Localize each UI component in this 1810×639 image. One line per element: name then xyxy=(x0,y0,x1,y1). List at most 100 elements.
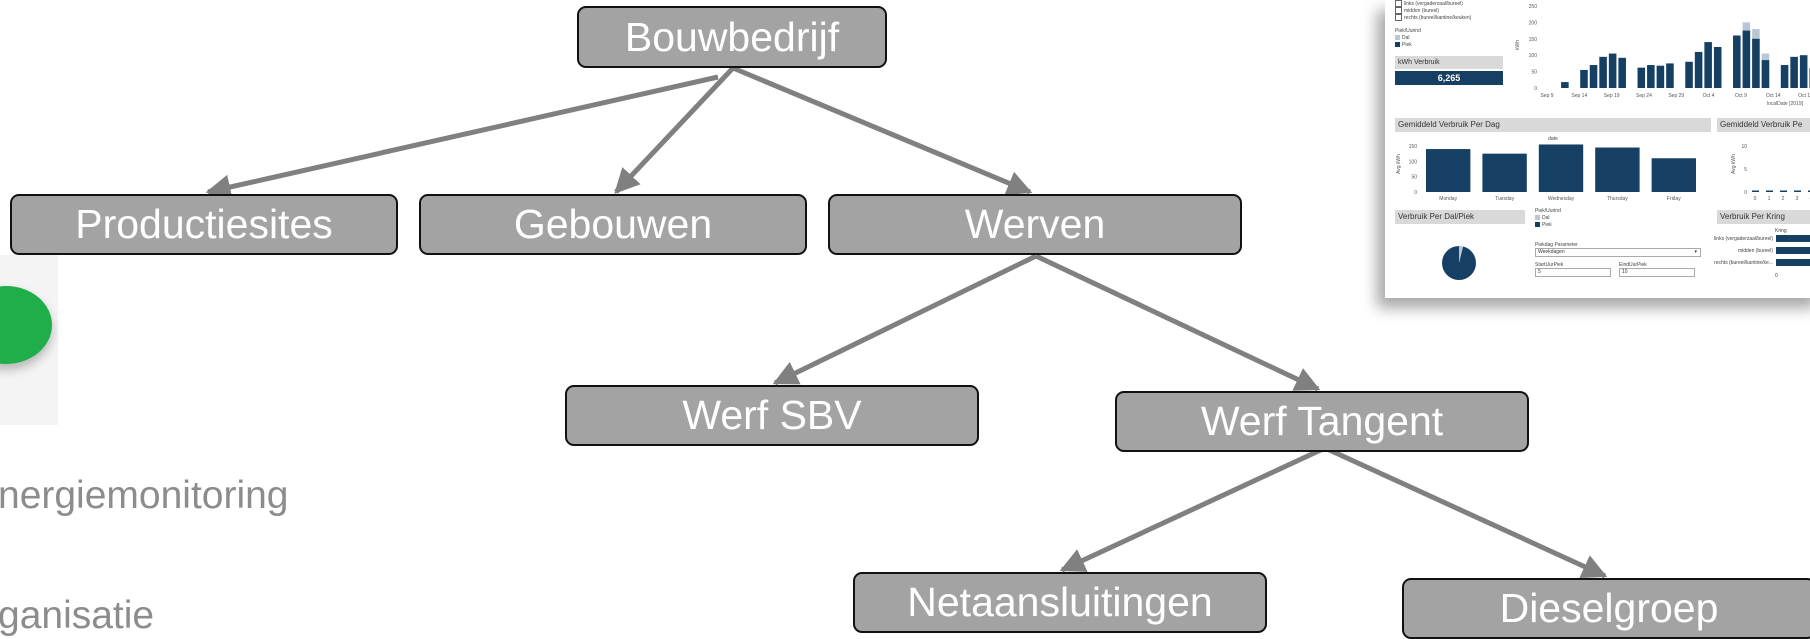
bar xyxy=(1781,65,1789,88)
node-werf-sbv: Werf SBV xyxy=(565,385,979,446)
kring-bar xyxy=(1776,235,1810,242)
x-tick-label: Sep 14 xyxy=(1571,93,1587,99)
piek-legend-title: Piek/Uurind xyxy=(1395,28,1421,34)
x-tick-label: 2 xyxy=(1782,196,1785,202)
y-tick-label: 100 xyxy=(1529,53,1538,59)
bar xyxy=(1638,68,1646,88)
bar xyxy=(1762,60,1770,88)
bar xyxy=(1733,36,1741,88)
bar xyxy=(1780,191,1787,193)
x-tick-label: Oct 4 xyxy=(1703,93,1715,99)
kring-header: Kring xyxy=(1775,228,1787,234)
bar xyxy=(1599,57,1607,88)
swatch-icon xyxy=(1395,35,1400,40)
bar xyxy=(1426,149,1470,192)
bar xyxy=(1752,191,1759,193)
day-chart-title: Gemiddeld Verbruik Per Dag xyxy=(1395,118,1711,132)
bar xyxy=(1657,66,1665,88)
edge-werven-werf-sbv xyxy=(775,256,1036,383)
eind-uur-input[interactable]: 10 xyxy=(1619,268,1695,277)
chart-top-label: date xyxy=(1548,136,1558,142)
dalpiek-pie-chart xyxy=(1439,243,1479,283)
x-tick-label: Oct 14 xyxy=(1766,93,1781,99)
kring-bar xyxy=(1776,247,1810,254)
edge-tangent-dieselgroep xyxy=(1325,448,1605,576)
bar xyxy=(1652,158,1696,192)
y-tick-label: 0 xyxy=(1744,190,1747,196)
pie-legend-piek: Piek xyxy=(1535,222,1552,228)
bar xyxy=(1647,65,1655,88)
y-tick-label: 10 xyxy=(1741,144,1747,150)
y-axis-label: kWh xyxy=(1515,40,1521,50)
filter-item-links: links (vergaderzaal/bureel) xyxy=(1395,0,1463,7)
side-text-line-2: ganisatie xyxy=(0,594,154,638)
bar xyxy=(1590,65,1598,88)
filter-item-rechts: rechts (bureel/kantine/keuken) xyxy=(1395,14,1471,21)
kring-row-label: rechts (bureel/kantine/ke... xyxy=(1681,260,1773,266)
node-werf-tangent: Werf Tangent xyxy=(1115,391,1529,452)
legend-dal: Dal xyxy=(1395,35,1410,41)
bar xyxy=(1695,52,1703,88)
y-tick-label: 0 xyxy=(1534,86,1537,92)
kring-title: Verbruik Per Kring xyxy=(1717,210,1810,224)
y-axis-label: Avg kWh xyxy=(1731,154,1737,174)
piekdag-select[interactable]: Weekdagen▾ xyxy=(1535,248,1701,257)
edge-bouwbedrijf-productiesites xyxy=(208,77,718,192)
y-axis-label: Avg kWh xyxy=(1396,154,1402,174)
x-tick-label: 3 xyxy=(1796,196,1799,202)
x-tick-label: 0 xyxy=(1754,196,1757,202)
x-tick-label: Oct 19 xyxy=(1798,93,1810,99)
bar xyxy=(1539,144,1583,192)
y-tick-label: 200 xyxy=(1529,20,1538,26)
x-tick-label: Friday xyxy=(1667,196,1681,202)
x-tick-label: Sep 24 xyxy=(1636,93,1652,99)
x-tick-label: Wednesday xyxy=(1548,196,1575,202)
bar xyxy=(1790,57,1798,88)
bar xyxy=(1752,39,1760,88)
y-tick-label: 100 xyxy=(1409,159,1418,165)
node-productiesites: Productiesites xyxy=(10,194,398,255)
y-tick-label: 50 xyxy=(1411,175,1417,181)
bar xyxy=(1794,191,1801,193)
swatch-icon xyxy=(1395,42,1400,47)
kpi-label: kWh Verbruik xyxy=(1395,56,1503,69)
bar xyxy=(1666,63,1674,88)
bar xyxy=(1609,54,1617,88)
y-tick-label: 150 xyxy=(1529,37,1538,43)
kring-row-label: links (vergaderzaal/bureel) xyxy=(1681,236,1773,242)
checkbox-icon xyxy=(1395,7,1402,14)
right-chart-title: Gemiddeld Verbruik Pe xyxy=(1717,118,1810,132)
y-tick-label: 50 xyxy=(1531,70,1537,76)
checkbox-icon xyxy=(1395,0,1402,7)
y-tick-label: 5 xyxy=(1744,167,1747,173)
x-tick-label: Sep 19 xyxy=(1604,93,1620,99)
x-tick-label: Thursday xyxy=(1607,196,1628,202)
edge-werven-werf-tangent xyxy=(1036,256,1318,389)
x-tick-label: Sep 29 xyxy=(1668,93,1684,99)
kring-bar xyxy=(1776,259,1810,266)
y-tick-label: 0 xyxy=(1414,190,1417,196)
x-tick-label: Oct 9 xyxy=(1735,93,1747,99)
checkbox-icon xyxy=(1395,14,1402,21)
x-axis-label: localDate [2019] xyxy=(1767,101,1804,107)
node-gebouwen: Gebouwen xyxy=(419,194,807,255)
node-netaansluitingen: Netaansluitingen xyxy=(853,572,1267,633)
bar xyxy=(1743,31,1751,88)
bar xyxy=(1685,62,1693,88)
edge-bouwbedrijf-werven xyxy=(733,68,1030,192)
bar xyxy=(1618,58,1626,88)
node-werven: Werven xyxy=(828,194,1242,255)
x-tick-label: Sep 9 xyxy=(1540,93,1553,99)
legend-piek: Piek xyxy=(1395,42,1412,48)
kring-x-tick: 0 xyxy=(1775,273,1778,279)
x-tick-label: Monday xyxy=(1439,196,1457,202)
bar xyxy=(1800,55,1808,88)
start-uur-input[interactable]: 5 xyxy=(1535,268,1611,277)
dashboard-thumbnail: links (vergaderzaal/bureel) midden (bure… xyxy=(1385,0,1810,298)
filter-item-midden: midden (bureel) xyxy=(1395,7,1439,14)
y-tick-label: 250 xyxy=(1529,4,1538,10)
pie-legend-title: Piek/Uurind xyxy=(1535,208,1561,214)
